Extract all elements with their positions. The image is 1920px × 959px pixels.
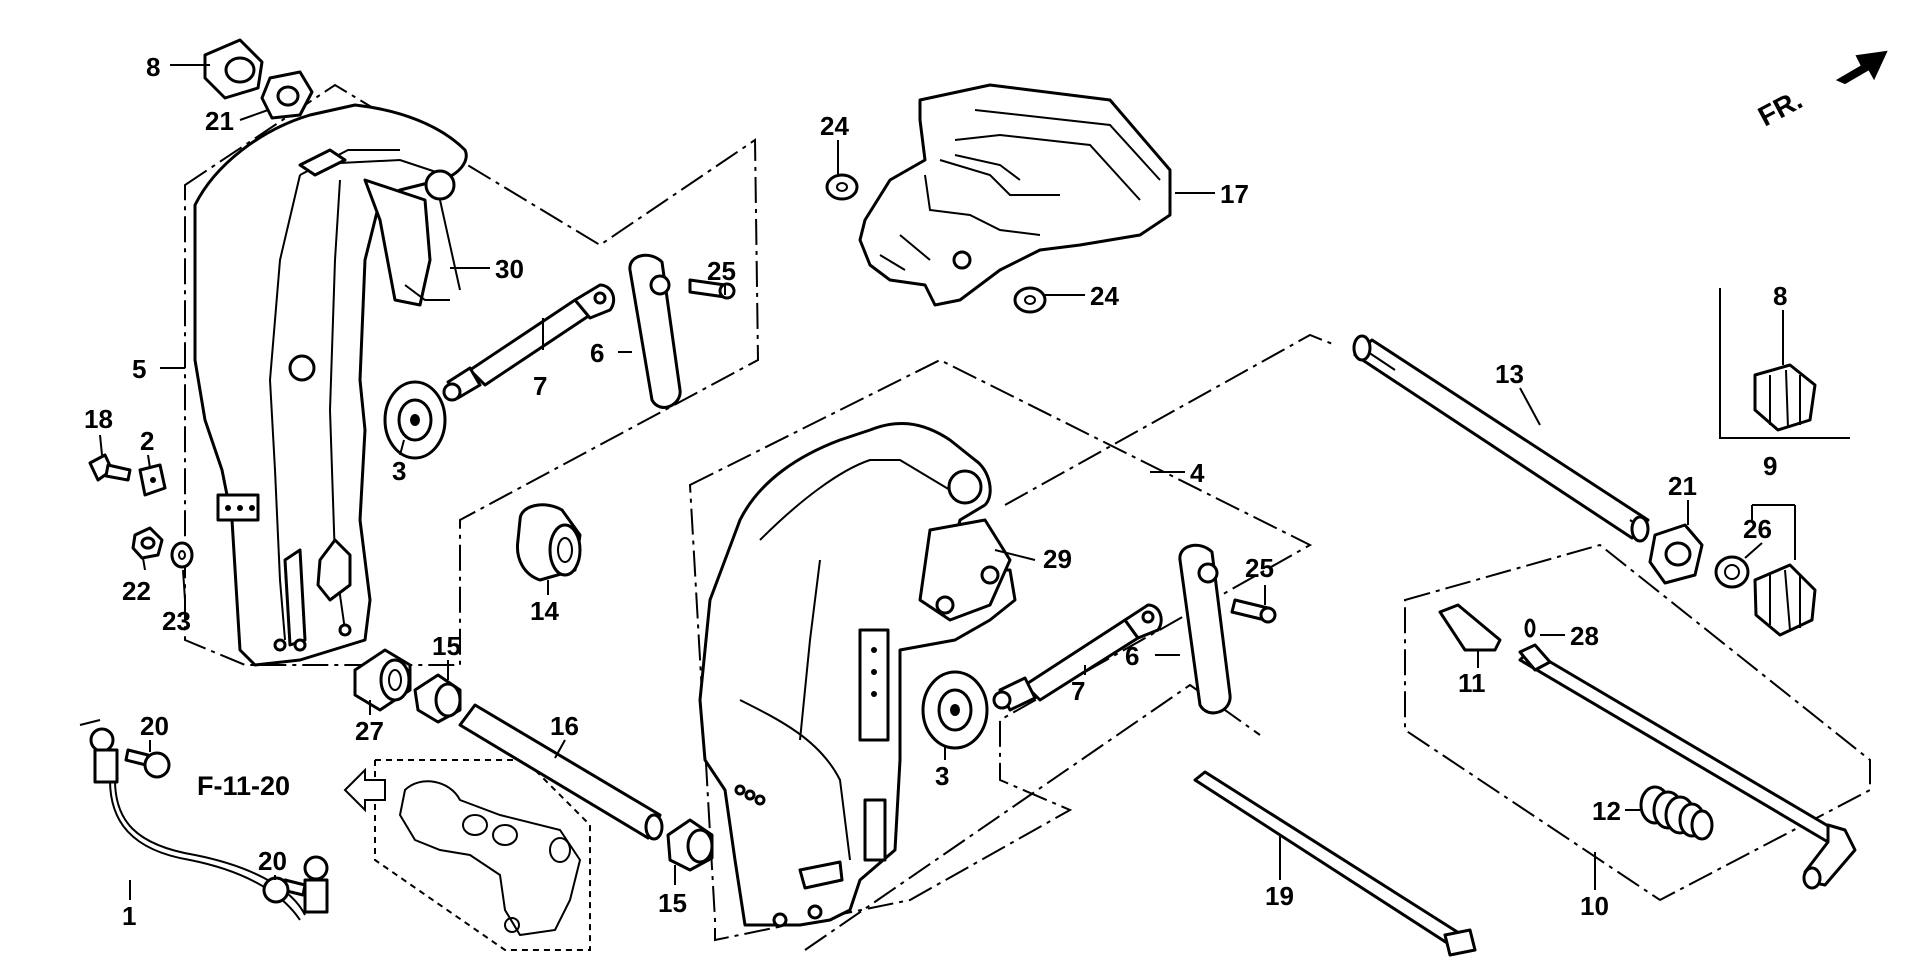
callout-15-lower: 15 xyxy=(658,888,687,918)
washer-upper xyxy=(825,173,859,201)
link-upper xyxy=(628,253,682,409)
pin-upper xyxy=(688,278,736,300)
spring-12 xyxy=(1639,785,1714,841)
callout-17: 17 xyxy=(1220,179,1249,209)
right-bracket-outline xyxy=(688,358,1313,942)
callout-30: 30 xyxy=(495,254,524,284)
callout-28: 28 xyxy=(1570,621,1599,651)
grommet-upper xyxy=(383,380,447,460)
callout-24-lower: 24 xyxy=(1090,281,1119,311)
adjuster-screw-upper xyxy=(442,283,616,402)
callout-14: 14 xyxy=(530,596,559,626)
callout-labels: 8 21 24 17 30 25 24 6 7 5 18 2 3 8 13 4 … xyxy=(84,52,1787,931)
callout-11: 11 xyxy=(1458,668,1486,698)
callout-10: 10 xyxy=(1580,891,1609,921)
callout-13: 13 xyxy=(1495,359,1524,389)
callout-4: 4 xyxy=(1190,458,1205,488)
callout-3-lower: 3 xyxy=(935,761,949,791)
callout-27: 27 xyxy=(355,716,384,746)
bolt-outline xyxy=(804,683,1261,951)
shaft-outline xyxy=(1004,333,1336,506)
right-stern-bracket xyxy=(698,421,1017,928)
callout-16: 16 xyxy=(550,711,579,741)
callout-3-upper: 3 xyxy=(392,456,406,486)
bushing-14 xyxy=(515,503,582,582)
assembly-outlines xyxy=(79,83,1871,951)
callout-7-lower: 7 xyxy=(1071,676,1085,706)
callout-5: 5 xyxy=(132,354,146,384)
callout-25-lower: 25 xyxy=(1245,553,1274,583)
bracket-top-17 xyxy=(858,83,1172,307)
screw-20-upper xyxy=(124,748,171,779)
callout-18: 18 xyxy=(84,404,113,434)
collar-15-lower xyxy=(666,818,714,872)
square-nut-2 xyxy=(138,463,167,497)
nut-8-top xyxy=(203,38,264,100)
callout-7-upper: 7 xyxy=(533,371,547,401)
cable-corner xyxy=(79,719,101,726)
tilt-tube-13 xyxy=(1352,334,1650,543)
callout-25-upper: 25 xyxy=(707,256,736,286)
collar-15-upper xyxy=(413,673,462,724)
nut-22 xyxy=(131,526,164,560)
shaft-16 xyxy=(458,703,664,841)
plate-30 xyxy=(439,199,461,291)
direction-label: FR. xyxy=(1753,84,1807,133)
left-stern-bracket xyxy=(193,103,468,667)
callout-19: 19 xyxy=(1265,881,1294,911)
cap-nut-8-kit xyxy=(1753,363,1817,432)
grommet-lower xyxy=(921,670,989,750)
reference-part-outline xyxy=(374,759,591,951)
reference-label: F-11-20 xyxy=(197,771,290,801)
callout-8-kit: 8 xyxy=(1773,281,1787,311)
callout-29: 29 xyxy=(1043,544,1072,574)
cap-nut-9 xyxy=(1753,563,1817,637)
callout-15-upper: 15 xyxy=(432,631,461,661)
callout-20-upper: 20 xyxy=(140,711,169,741)
lock-lever-outline xyxy=(1404,543,1871,902)
callout-8-top: 8 xyxy=(146,52,160,82)
callout-20-lower: 20 xyxy=(258,846,287,876)
callout-24-upper: 24 xyxy=(820,111,849,141)
callout-9: 9 xyxy=(1763,451,1777,481)
washer-26 xyxy=(1714,555,1750,589)
lock-lever-assembly xyxy=(1438,603,1857,890)
nut-21-right xyxy=(1648,523,1704,585)
washer-23 xyxy=(170,541,194,569)
kit-box xyxy=(1719,288,1850,439)
bushing-27 xyxy=(353,648,412,712)
callout-21-right: 21 xyxy=(1668,471,1697,501)
callout-22: 22 xyxy=(122,576,151,606)
washer-lower xyxy=(1013,286,1047,314)
screw-20-lower xyxy=(262,876,307,904)
callout-6-upper: 6 xyxy=(590,338,604,368)
leader-lines xyxy=(99,64,1796,900)
pin-lower xyxy=(1230,598,1277,624)
callout-23: 23 xyxy=(162,606,191,636)
nut-21-top xyxy=(260,70,314,120)
reference-arrow: F-11-20 xyxy=(197,767,386,813)
callout-26: 26 xyxy=(1743,514,1772,544)
callout-6-lower: 6 xyxy=(1125,641,1139,671)
callout-21-top: 21 xyxy=(205,106,234,136)
left-arrow-icon xyxy=(343,767,386,813)
arrow-icon xyxy=(1835,50,1888,85)
callout-2: 2 xyxy=(140,426,154,456)
bolt-19 xyxy=(1193,770,1477,957)
callout-1: 1 xyxy=(122,901,136,931)
ground-cable-1 xyxy=(89,727,329,921)
left-bracket-outline xyxy=(184,83,760,666)
callout-12: 12 xyxy=(1592,796,1621,826)
front-direction-arrow: FR. xyxy=(1753,50,1888,133)
bolt-18 xyxy=(88,453,132,482)
adjuster-screw-lower xyxy=(992,603,1163,712)
link-lower xyxy=(1178,543,1232,715)
reference-part xyxy=(398,780,582,937)
